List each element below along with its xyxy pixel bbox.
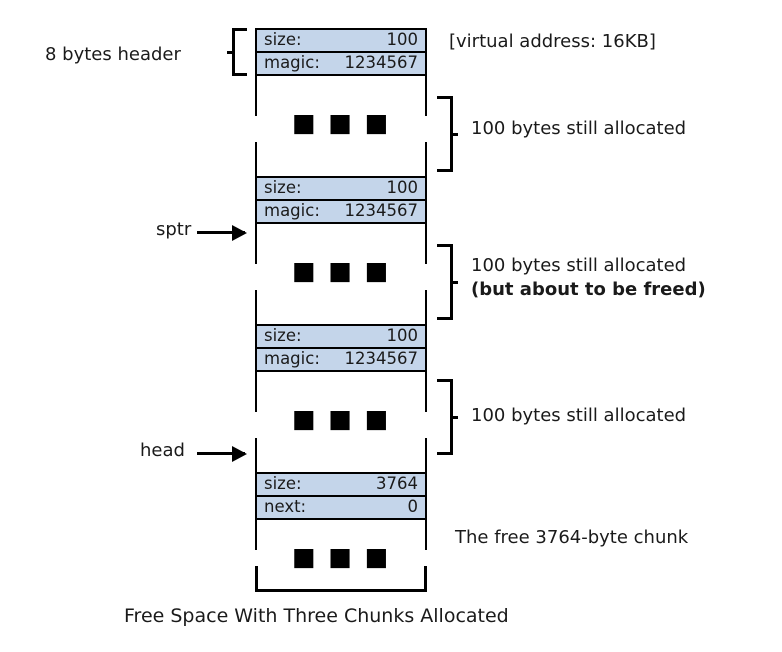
region-3-bracket: [437, 379, 458, 455]
chunk-1-magic-value: 1234567: [344, 53, 419, 73]
header-bracket: [227, 28, 247, 76]
free-chunk-next-key: next:: [264, 497, 307, 517]
rail-right-top: [425, 520, 427, 550]
rail-right-bottom: [425, 438, 427, 472]
chunk-1-size-key: size:: [264, 30, 302, 50]
chunk-3-magic-value: 1234567: [344, 349, 419, 369]
region-3-bracket-tick: [450, 415, 458, 419]
rail-right-bottom: [425, 142, 427, 176]
rail-left-bottom: [255, 142, 257, 176]
chunk-3-size-row: size: 100: [255, 324, 427, 348]
rail-left-bottom: [255, 290, 257, 324]
region-2-bracket: [437, 244, 458, 320]
region-1-note: 100 bytes still allocated: [471, 118, 687, 139]
chunk-2-magic-key: magic:: [264, 201, 320, 221]
chunk-1-magic-key: magic:: [264, 53, 320, 73]
chunk-1-ellipsis: ■ ■ ■: [291, 108, 391, 137]
chunk-1-size-row: size: 100: [255, 28, 427, 52]
chunk-3-magic-row: magic: 1234567: [255, 348, 427, 372]
chunk-2-magic-row: magic: 1234567: [255, 200, 427, 224]
rail-left-top: [255, 76, 257, 116]
chunk-2-ellipsis: ■ ■ ■: [291, 256, 391, 285]
sptr-label: sptr: [156, 219, 192, 240]
chunk-2-data-region: ■ ■ ■: [255, 224, 427, 324]
rail-left-bottom: [255, 438, 257, 472]
free-chunk-size-value: 3764: [376, 474, 418, 494]
header-size-label: 8 bytes header: [45, 44, 181, 65]
header-bracket-tick: [227, 50, 235, 54]
rail-left-top: [255, 372, 257, 412]
chunk-1-data-region: ■ ■ ■: [255, 76, 427, 176]
free-chunk-size-row: size: 3764: [255, 472, 427, 496]
sptr-arrow: [197, 224, 247, 241]
chunk-2-size-row: size: 100: [255, 176, 427, 200]
region-2-bracket-tick: [450, 280, 458, 284]
region-2-note-line1: 100 bytes still allocated: [471, 255, 687, 276]
region-3-note: 100 bytes still allocated: [471, 405, 687, 426]
virtual-address-label: [virtual address: 16KB]: [449, 31, 656, 52]
chunk-3-size-key: size:: [264, 326, 302, 346]
chunk-1-size-value: 100: [386, 30, 419, 50]
region-1-bracket: [437, 96, 458, 172]
chunk-3-ellipsis: ■ ■ ■: [291, 404, 391, 433]
free-chunk-ellipsis: ■ ■ ■: [291, 542, 391, 571]
free-chunk-next-value: 0: [407, 497, 419, 517]
rail-left-top: [255, 224, 257, 264]
head-label: head: [140, 440, 185, 461]
rail-right-top: [425, 76, 427, 116]
free-chunk-next-row: next: 0: [255, 496, 427, 520]
chunk-2-size-key: size:: [264, 178, 302, 198]
chunk-2-magic-value: 1234567: [344, 201, 419, 221]
chunk-3-magic-key: magic:: [264, 349, 320, 369]
free-chunk-size-key: size:: [264, 474, 302, 494]
whole-region-brace: [255, 566, 427, 592]
rail-right-bottom: [425, 290, 427, 324]
rail-left-top: [255, 520, 257, 550]
region-1-bracket-tick: [450, 132, 458, 136]
head-arrow: [197, 445, 247, 462]
rail-right-top: [425, 372, 427, 412]
free-chunk-note: The free 3764-byte chunk: [455, 527, 689, 548]
chunk-3-size-value: 100: [386, 326, 419, 346]
chunk-1-magic-row: magic: 1234567: [255, 52, 427, 76]
rail-right-top: [425, 224, 427, 264]
chunk-3-data-region: ■ ■ ■: [255, 372, 427, 472]
region-2-note-line2: (but about to be freed): [471, 279, 706, 300]
figure-caption: Free Space With Three Chunks Allocated: [124, 605, 509, 627]
chunk-2-size-value: 100: [386, 178, 419, 198]
